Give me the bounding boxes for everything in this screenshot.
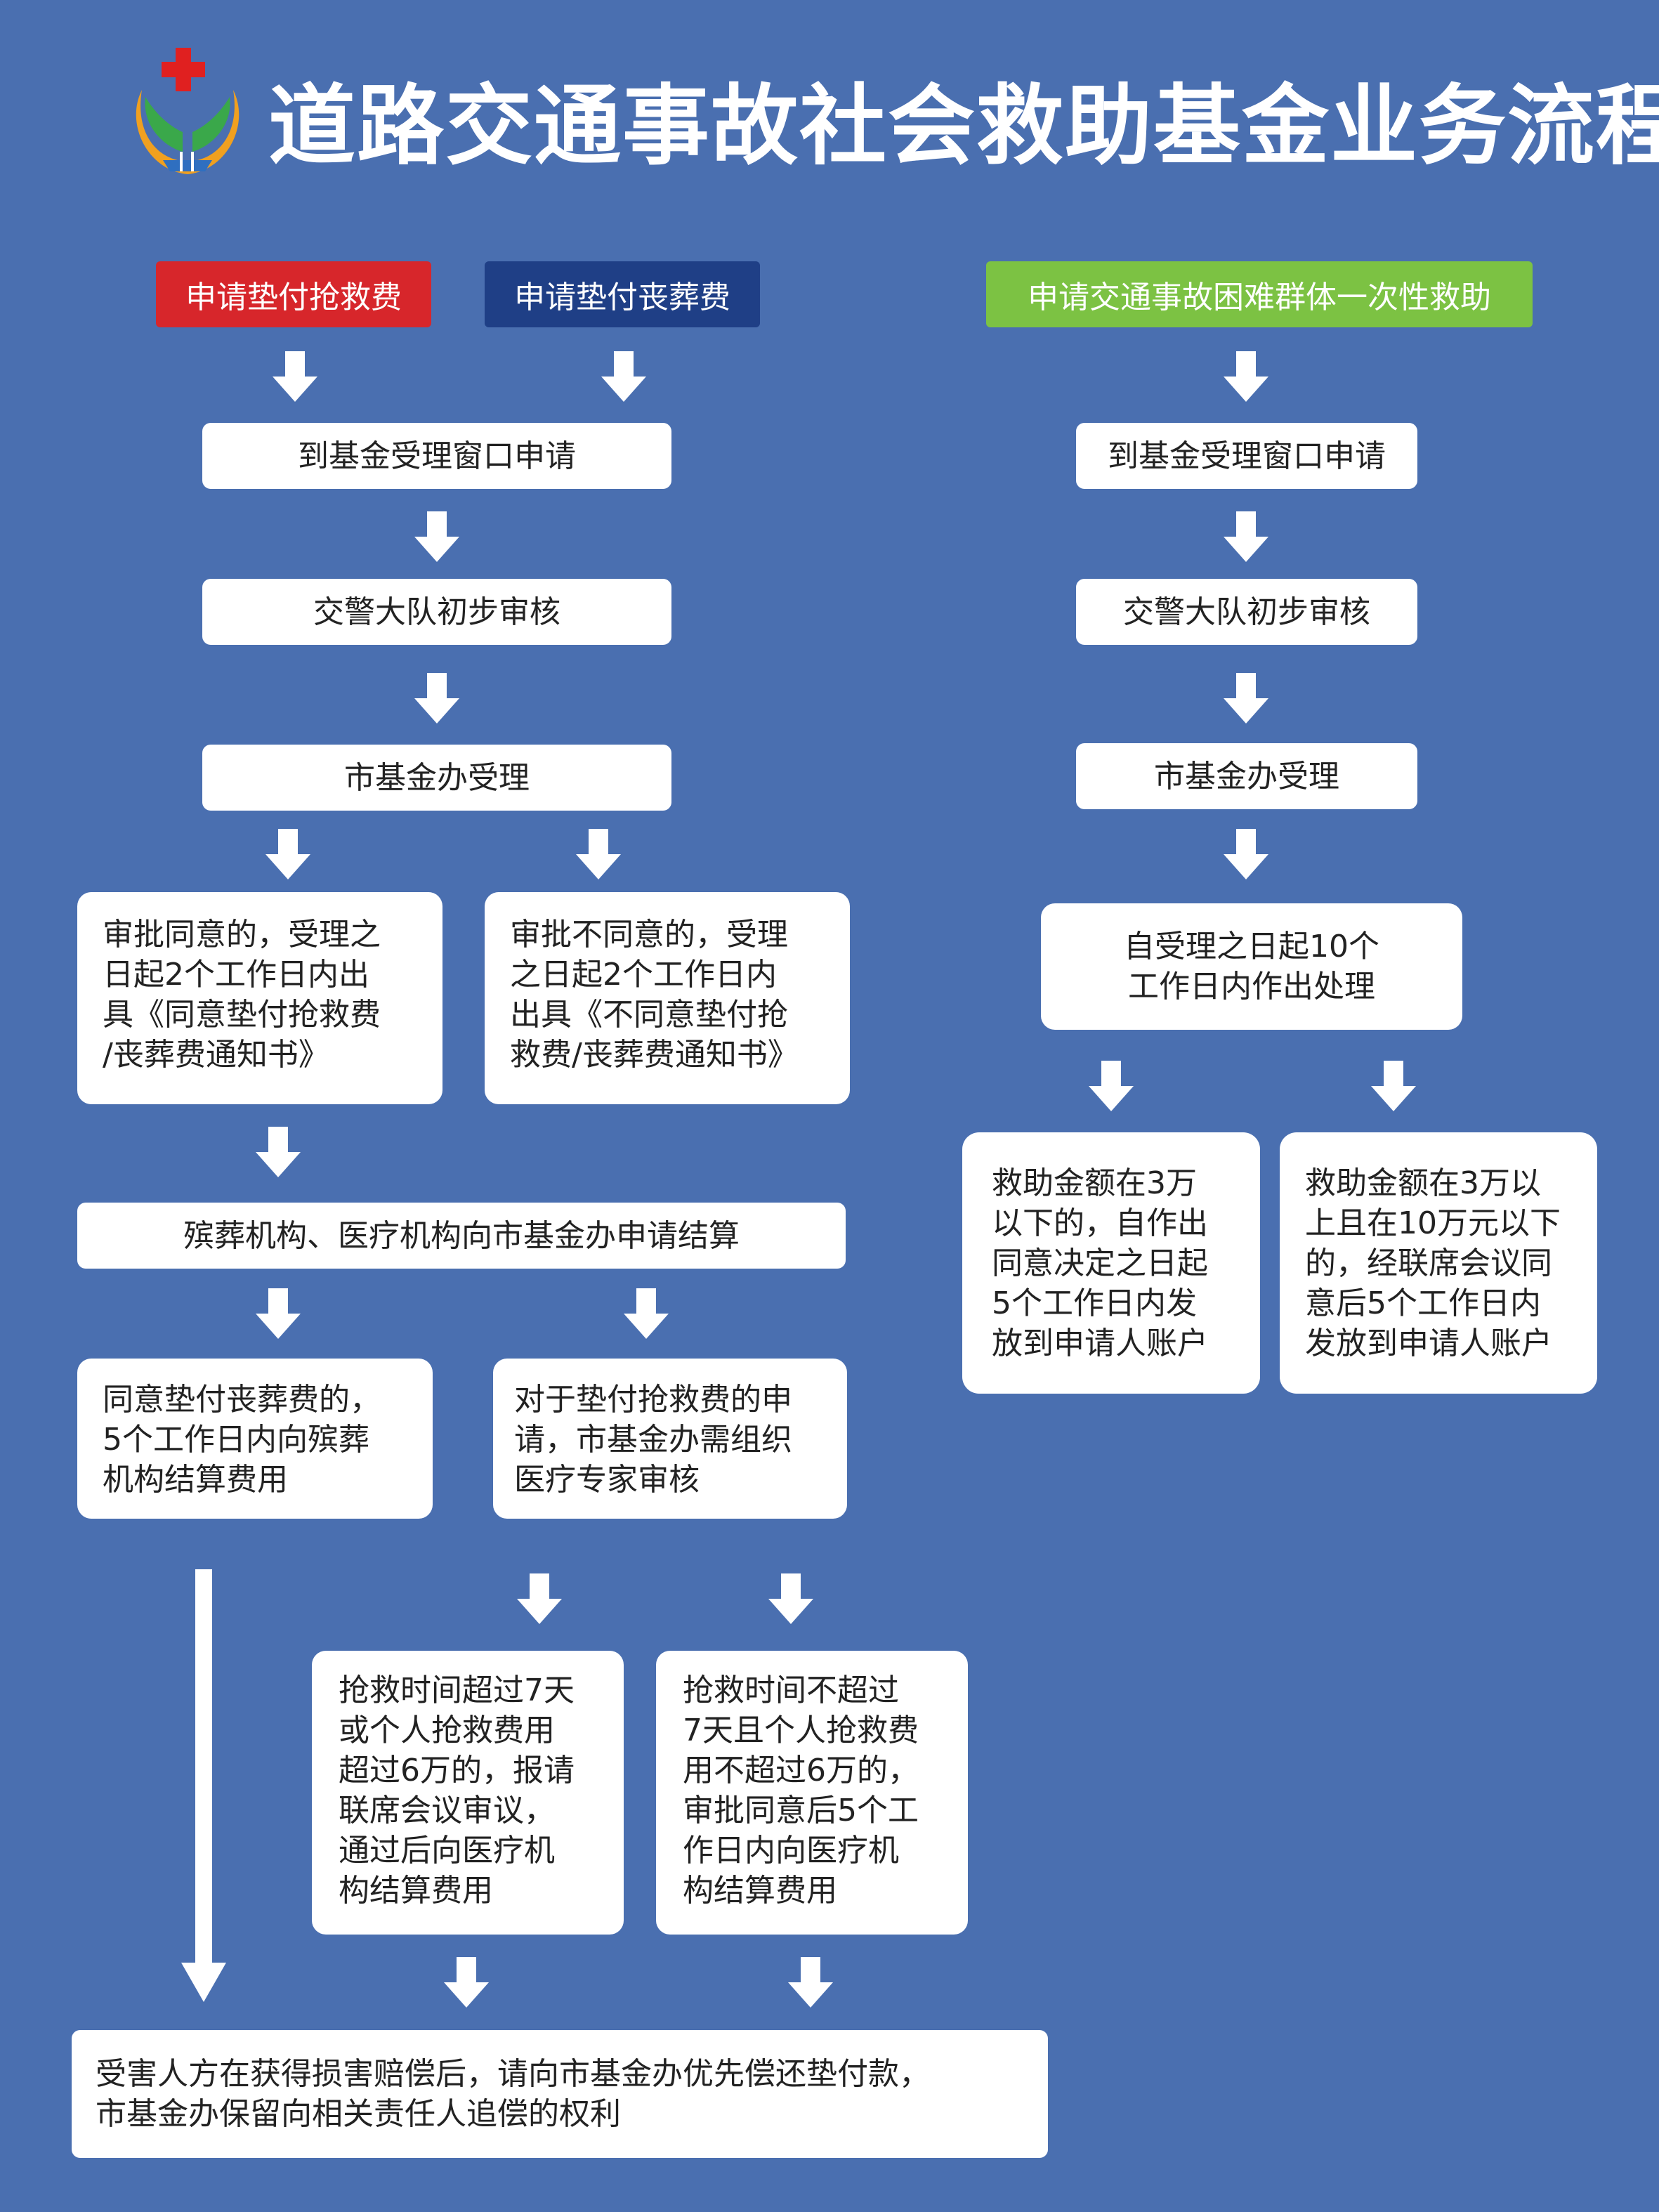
- down-arrow-icon: [624, 1288, 669, 1339]
- left-police-review-step: 交警大队初步审核: [202, 579, 671, 645]
- down-arrow-icon: [601, 351, 646, 402]
- repayment-notice-box: 受害人方在获得损害赔偿后，请向市基金办优先偿还垫付款， 市基金办保留向相关责任人…: [72, 2030, 1048, 2158]
- approval-notice-box: 审批同意的，受理之 日起2个工作日内出 具《同意垫付抢救费 /丧葬费通知书》: [77, 892, 442, 1104]
- tag-apply-funeral-fee: 申请垫付丧葬费: [485, 261, 760, 327]
- down-arrow-icon: [1224, 673, 1268, 724]
- down-arrow-icon: [414, 673, 459, 724]
- ten-day-processing-box: 自受理之日起10个 工作日内作出处理: [1041, 903, 1462, 1030]
- down-arrow-icon: [256, 1288, 301, 1339]
- down-arrow-icon: [414, 511, 459, 562]
- down-arrow-icon: [576, 829, 621, 879]
- down-arrow-icon: [788, 1957, 833, 2008]
- right-police-review-step: 交警大队初步审核: [1076, 579, 1417, 645]
- down-arrow-icon: [273, 351, 317, 402]
- down-arrow-icon: [768, 1573, 813, 1624]
- down-arrow-icon: [1224, 351, 1268, 402]
- page-title: 道路交通事故社会救助基金业务流程: [268, 76, 1659, 177]
- direct-approval-box: 抢救时间不超过 7天且个人抢救费 用不超过6万的， 审批同意后5个工 作日内向医…: [656, 1651, 968, 1935]
- down-arrow-icon: [517, 1573, 562, 1624]
- rescue-expert-review-box: 对于垫付抢救费的申 请，市基金办需组织 医疗专家审核: [493, 1359, 847, 1519]
- left-apply-window-step: 到基金受理窗口申请: [202, 423, 671, 489]
- joint-meeting-review-box: 抢救时间超过7天 或个人抢救费用 超过6万的，报请 联席会议审议， 通过后向医疗…: [312, 1651, 624, 1935]
- right-apply-window-step: 到基金受理窗口申请: [1076, 423, 1417, 489]
- funeral-settlement-box: 同意垫付丧葬费的， 5个工作日内向殡葬 机构结算费用: [77, 1359, 433, 1519]
- down-arrow-icon: [256, 1127, 301, 1177]
- small-amount-aid-box: 救助金额在3万 以下的，自作出 同意决定之日起 5个工作日内发 放到申请人账户: [962, 1132, 1260, 1394]
- funeral-to-repay-long-arrow: [181, 1569, 226, 2002]
- down-arrow-icon: [444, 1957, 489, 2008]
- down-arrow-icon: [265, 829, 310, 879]
- tag-apply-hardship-aid: 申请交通事故困难群体一次性救助: [986, 261, 1533, 327]
- fund-logo: [121, 48, 254, 181]
- down-arrow-icon: [1371, 1061, 1416, 1111]
- large-amount-aid-box: 救助金额在3万以 上且在10万元以下 的，经联席会议同 意后5个工作日内 发放到…: [1280, 1132, 1597, 1394]
- down-arrow-icon: [1224, 511, 1268, 562]
- rejection-notice-box: 审批不同意的，受理 之日起2个工作日内 出具《不同意垫付抢 救费/丧葬费通知书》: [485, 892, 850, 1104]
- down-arrow-icon: [1089, 1061, 1134, 1111]
- down-arrow-icon: [1224, 829, 1268, 879]
- right-fund-office-accept-step: 市基金办受理: [1076, 743, 1417, 809]
- left-fund-office-accept-step: 市基金办受理: [202, 745, 671, 811]
- tag-apply-rescue-fee: 申请垫付抢救费: [156, 261, 431, 327]
- settlement-application-step: 殡葬机构、医疗机构向市基金办申请结算: [77, 1203, 846, 1269]
